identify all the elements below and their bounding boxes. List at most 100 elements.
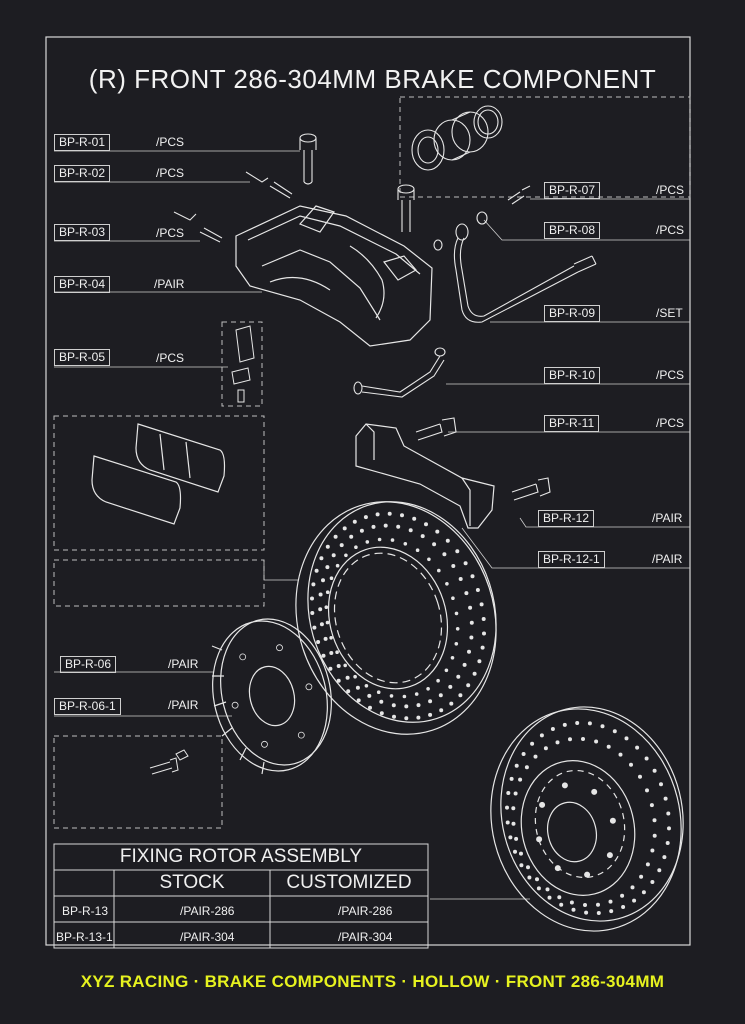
drill-hole: [554, 865, 561, 872]
drill-hole: [562, 722, 567, 727]
drill-hole: [509, 776, 514, 781]
drill-hole: [467, 649, 471, 654]
rotor-drill-holes: [310, 511, 486, 721]
drill-hole: [329, 651, 334, 655]
rotor-assembly-table: [53, 843, 429, 949]
drill-hole: [329, 636, 333, 640]
rotor-disc: [295, 501, 497, 735]
drill-hole: [455, 627, 460, 631]
drill-hole: [612, 729, 617, 734]
drill-hole: [536, 886, 541, 891]
drill-hole: [328, 666, 333, 671]
drill-hole: [339, 543, 344, 548]
table-title: FIXING ROTOR ASSEMBLY: [119, 846, 363, 867]
drill-hole: [645, 788, 649, 793]
drill-hole: [621, 905, 626, 909]
drill-hole: [387, 511, 392, 516]
guide-pin-right: [397, 184, 415, 232]
part-code-bp-r-12: BP-R-12: [538, 510, 595, 527]
drill-hole: [666, 811, 671, 816]
drill-hole: [344, 553, 348, 558]
drill-hole: [451, 564, 456, 568]
shim-group-box: [53, 559, 265, 607]
part-unit-bp-r-12-1: /PAIR: [652, 552, 683, 566]
bolt-group-box: [53, 735, 223, 829]
drill-hole: [609, 817, 616, 824]
drill-hole: [469, 635, 474, 640]
drill-hole: [325, 620, 330, 625]
part-unit-bp-r-01: /PCS: [156, 135, 185, 149]
drill-hole: [571, 907, 576, 912]
part-unit-bp-r-09: /SET: [656, 306, 683, 320]
drill-hole: [513, 791, 518, 796]
drill-hole: [530, 741, 535, 746]
drill-hole: [323, 636, 328, 641]
drill-hole: [424, 522, 428, 527]
table-header-customized: CUSTOMIZED: [286, 872, 412, 893]
drill-hole: [336, 664, 341, 668]
drill-hole: [583, 903, 587, 907]
washer-08: [476, 211, 488, 225]
drill-hole: [336, 678, 341, 683]
drill-hole: [325, 544, 330, 549]
bleeder-03: [173, 211, 223, 243]
drill-hole: [511, 821, 516, 826]
part-code-bp-r-05: BP-R-05: [54, 349, 111, 366]
drill-hole: [312, 625, 317, 630]
drill-hole: [345, 675, 350, 680]
drill-hole: [427, 557, 431, 562]
table-row-stock: /PAIR-304: [180, 930, 235, 944]
drill-hole: [535, 877, 539, 882]
drill-hole: [479, 602, 484, 607]
drill-hole: [414, 692, 419, 696]
drill-hole: [524, 765, 529, 770]
drill-hole: [416, 703, 421, 708]
drill-hole: [389, 694, 394, 698]
drill-hole: [349, 534, 354, 539]
drill-hole: [276, 644, 283, 652]
part-unit-bp-r-05: /PCS: [156, 351, 185, 365]
drill-hole: [644, 756, 649, 761]
drill-hole: [445, 582, 449, 586]
drill-hole: [420, 534, 425, 539]
drawing-frame: [45, 36, 691, 946]
drill-hole: [310, 611, 315, 615]
part-unit-bp-r-08: /PCS: [656, 223, 685, 237]
drill-hole: [505, 805, 509, 810]
drill-hole: [620, 893, 625, 898]
brake-line-10: [353, 347, 446, 398]
drill-hole: [526, 865, 530, 870]
drill-hole: [333, 534, 338, 539]
drill-hole: [314, 568, 319, 573]
drill-hole: [609, 909, 614, 914]
drill-hole: [550, 727, 555, 731]
drill-hole: [536, 836, 543, 843]
part-code-bp-r-03: BP-R-03: [54, 224, 111, 241]
drill-hole: [468, 605, 473, 610]
part-code-bp-r-02: BP-R-02: [54, 165, 111, 182]
rotor-assembly-13: [490, 706, 684, 932]
drill-hole: [415, 548, 420, 552]
drill-hole: [343, 663, 348, 668]
part-code-bp-r-07: BP-R-07: [544, 182, 601, 199]
drill-hole: [506, 791, 511, 795]
drill-hole: [591, 788, 598, 795]
leader-08: [483, 219, 690, 241]
drill-hole: [316, 640, 321, 644]
drill-hole: [319, 622, 324, 627]
drill-hole: [261, 740, 268, 748]
drill-hole: [426, 687, 430, 691]
drill-hole: [416, 715, 421, 720]
fixing-bolts: [149, 749, 189, 775]
drill-hole: [581, 737, 585, 741]
drill-hole: [297, 731, 305, 739]
part-code-bp-r-09: BP-R-09: [544, 305, 601, 322]
drill-hole: [514, 836, 519, 841]
drill-hole: [480, 645, 485, 650]
drill-hole: [639, 874, 644, 879]
table-header-stock: STOCK: [159, 872, 225, 893]
drill-hole: [587, 721, 592, 726]
drill-hole: [445, 538, 450, 543]
drill-hole: [437, 568, 441, 573]
